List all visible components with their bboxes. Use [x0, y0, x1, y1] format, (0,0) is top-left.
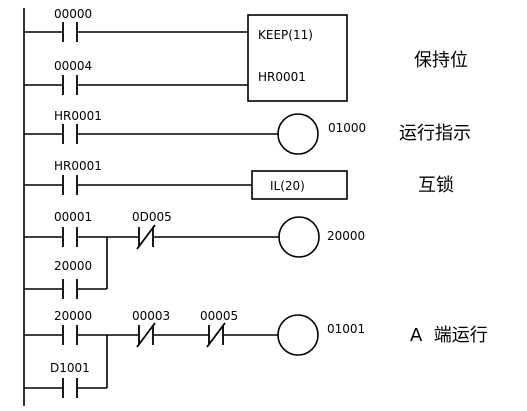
contact-label: 00000 — [54, 7, 92, 21]
rung-4: IL(20) HR0001 — [24, 159, 348, 200]
annotation-interlock: 互锁 — [418, 175, 454, 196]
output-coil-01001 — [277, 314, 319, 356]
interlock-label: IL(20) — [270, 179, 305, 193]
contact-nc-00005 — [206, 322, 226, 348]
rung-2: 00004 — [24, 59, 248, 95]
contact-label: 00004 — [54, 59, 92, 73]
keep-reset-label: HR0001 — [258, 70, 306, 84]
contact-label: HR0001 — [54, 159, 102, 173]
contact-no-hr0001 — [62, 124, 78, 144]
coil-label: 01001 — [327, 322, 365, 336]
output-coil-20000 — [278, 216, 320, 258]
annotation-hold: 保持位 — [414, 50, 468, 71]
contact-no-d1001 — [62, 378, 78, 398]
rung-3: HR0001 01000 — [24, 109, 366, 155]
contact-label: 00003 — [132, 309, 170, 323]
rung-6: 20000 00003 00005 01001 D1001 — [24, 309, 365, 398]
contact-no-00004 — [62, 75, 78, 95]
contact-label: 20000 — [54, 309, 92, 323]
interlock-box — [251, 170, 348, 200]
contact-label: 00005 — [200, 309, 238, 323]
keep-set-label: KEEP(11) — [258, 28, 313, 42]
contact-label: 00001 — [54, 210, 92, 224]
contact-label: HR0001 — [54, 109, 102, 123]
coil-label: 20000 — [327, 229, 365, 243]
annotation-run-indicator: 运行指示 — [399, 123, 471, 144]
contact-label: 20000 — [54, 259, 92, 273]
contact-no-hr0001 — [62, 175, 78, 195]
contact-label: D1001 — [50, 361, 90, 375]
contact-no-00001 — [62, 227, 78, 247]
coil-label: 01000 — [328, 121, 366, 135]
rung-5: 00001 0D005 20000 20000 — [24, 210, 365, 299]
output-coil-01000 — [277, 113, 319, 155]
annotation-a-end-run: A 端运行 — [410, 325, 488, 346]
contact-nc-00003 — [136, 322, 156, 348]
contact-label: 0D005 — [132, 210, 172, 224]
contact-no-00000 — [62, 22, 78, 42]
keep-instruction-box: KEEP(11) HR0001 — [247, 14, 348, 102]
contact-no-20000 — [62, 279, 78, 299]
contact-nc-0d005 — [136, 224, 156, 250]
contact-no-20000 — [62, 325, 78, 345]
rung-1: 00000 — [24, 7, 248, 42]
